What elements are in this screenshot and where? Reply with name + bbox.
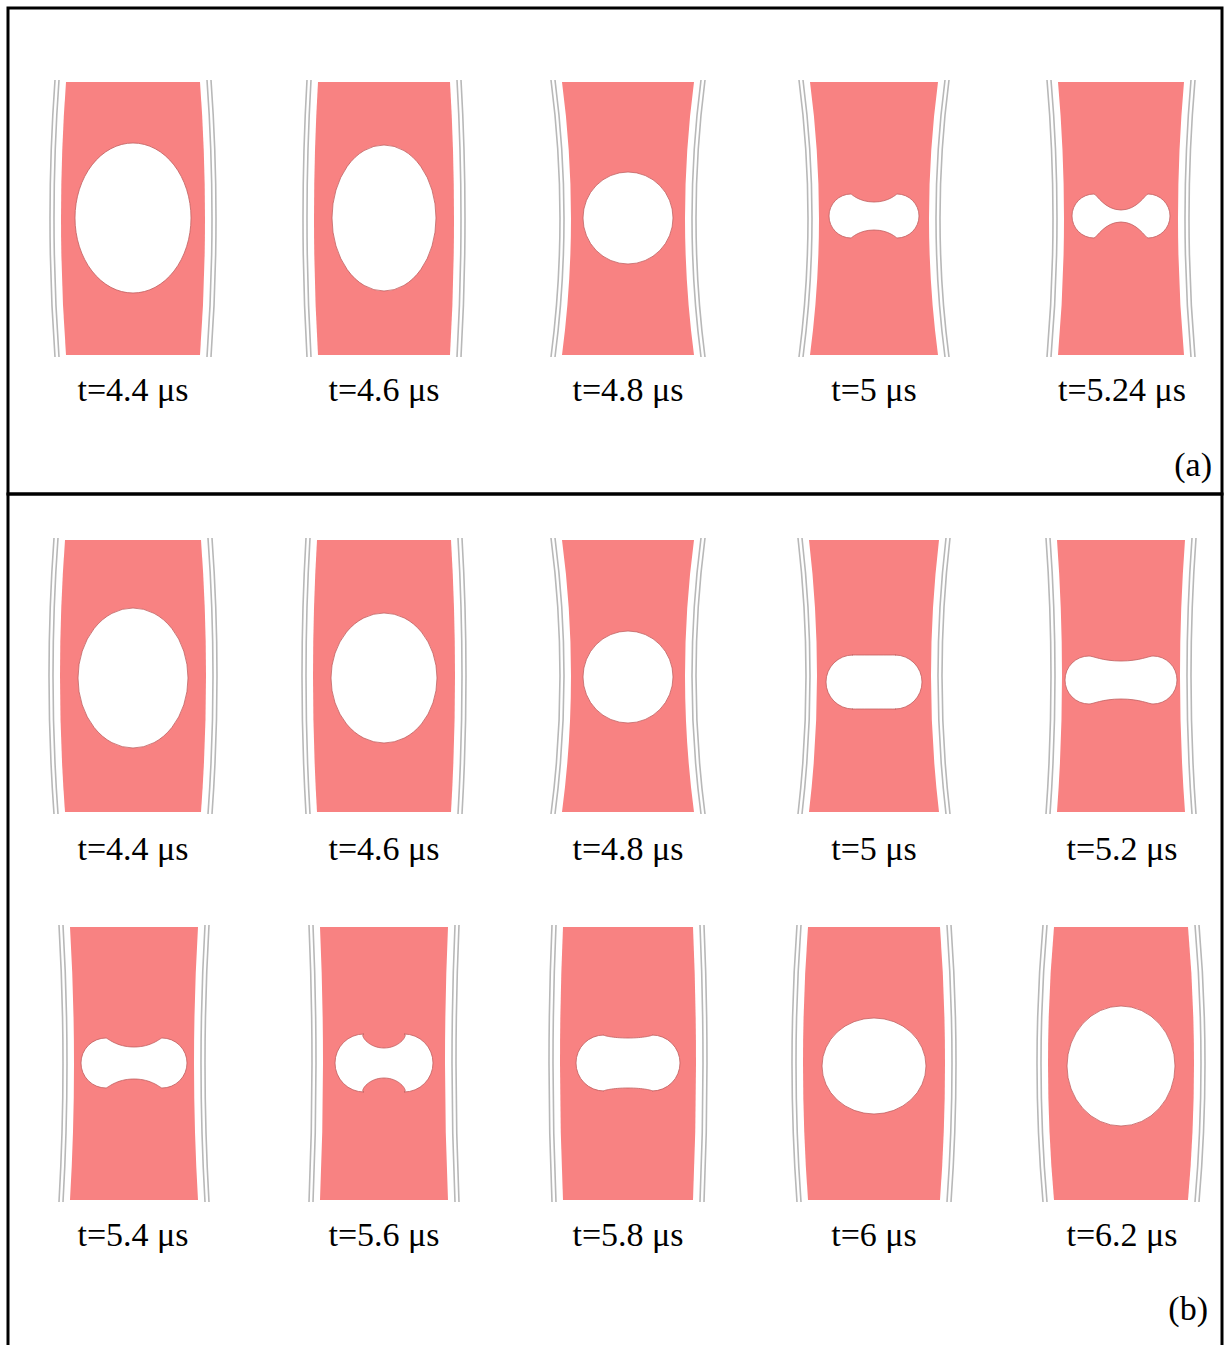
- wall-line: [1189, 80, 1195, 357]
- wall-line: [1195, 925, 1201, 1202]
- time-label: t=4.4 μs: [77, 830, 188, 867]
- wall-line: [940, 80, 949, 357]
- liquid-column: [314, 82, 454, 355]
- wall-line: [942, 538, 950, 814]
- wall-line: [50, 80, 55, 357]
- wall-line: [553, 925, 556, 1202]
- wall-line: [796, 925, 801, 1202]
- wall-line: [798, 538, 806, 814]
- bubble: [1065, 656, 1177, 704]
- wall-line: [1191, 538, 1196, 814]
- wall-line: [208, 538, 213, 814]
- liquid-column: [560, 927, 696, 1200]
- panel-frame: [8, 494, 1222, 1345]
- bubble: [75, 143, 191, 293]
- wall-line: [462, 538, 466, 814]
- wall-line: [951, 925, 956, 1202]
- time-label: t=5.6 μs: [328, 1216, 439, 1253]
- liquid-column: [70, 927, 198, 1200]
- wall-line: [704, 925, 707, 1202]
- bubble: [583, 631, 673, 723]
- bubble: [81, 1038, 187, 1088]
- wall-line: [309, 925, 312, 1202]
- wall-line: [59, 925, 63, 1202]
- wall-line: [54, 80, 59, 357]
- time-label: t=4.4 μs: [77, 371, 188, 408]
- time-label: t=5 μs: [831, 371, 917, 408]
- time-label: t=5 μs: [831, 830, 917, 867]
- wall-line: [1185, 80, 1191, 357]
- time-label: t=5.8 μs: [572, 1216, 683, 1253]
- bubble: [1067, 1006, 1175, 1126]
- time-label: t=5.4 μs: [77, 1216, 188, 1253]
- wall-line: [792, 925, 797, 1202]
- liquid-column: [1058, 82, 1184, 355]
- liquid-column: [313, 540, 455, 812]
- liquid-column: [320, 927, 448, 1200]
- time-label: t=4.8 μs: [572, 830, 683, 867]
- wall-line: [49, 538, 54, 814]
- wall-line: [307, 80, 311, 357]
- wall-line: [53, 538, 58, 814]
- wall-line: [313, 925, 316, 1202]
- bubble: [826, 655, 922, 709]
- wall-line: [205, 925, 209, 1202]
- wall-line: [549, 925, 552, 1202]
- bubble: [1072, 194, 1170, 238]
- bubble: [332, 145, 436, 291]
- bubble: [829, 194, 919, 238]
- wall-line: [696, 80, 705, 357]
- liquid-column: [562, 540, 694, 812]
- bubble: [331, 613, 437, 743]
- wall-line: [551, 538, 560, 814]
- wall-line: [457, 80, 461, 357]
- wall-line: [700, 925, 703, 1202]
- wall-line: [947, 925, 952, 1202]
- panel-frame: [8, 8, 1222, 494]
- wall-line: [461, 80, 465, 357]
- bubble: [78, 608, 188, 748]
- time-label: t=6.2 μs: [1066, 1216, 1177, 1253]
- panel-label: (b): [1168, 1290, 1208, 1327]
- time-label: t=5.24 μs: [1058, 371, 1186, 408]
- liquid-column: [1057, 540, 1185, 812]
- bubble: [822, 1018, 926, 1114]
- liquid-column: [61, 82, 205, 355]
- wall-line: [1199, 925, 1205, 1202]
- wall-line: [306, 538, 310, 814]
- wall-line: [1037, 925, 1043, 1202]
- liquid-column: [809, 540, 939, 812]
- time-label: t=6 μs: [831, 1216, 917, 1253]
- wall-line: [452, 925, 455, 1202]
- wall-line: [458, 538, 462, 814]
- panel-label: (a): [1174, 446, 1212, 483]
- bubble: [583, 172, 673, 264]
- time-label: t=5.2 μs: [1066, 830, 1177, 867]
- wall-line: [303, 80, 307, 357]
- liquid-column: [60, 540, 206, 812]
- wall-line: [799, 80, 808, 357]
- wall-line: [696, 538, 705, 814]
- time-label: t=4.6 μs: [328, 371, 439, 408]
- liquid-column: [562, 82, 694, 355]
- liquid-column: [1048, 927, 1194, 1200]
- wall-line: [302, 538, 306, 814]
- wall-line: [1041, 925, 1047, 1202]
- time-label: t=4.8 μs: [572, 371, 683, 408]
- bubble: [576, 1035, 680, 1091]
- wall-line: [1046, 538, 1051, 814]
- wall-line: [456, 925, 459, 1202]
- wall-line: [211, 80, 216, 357]
- wall-line: [1051, 80, 1057, 357]
- liquid-column: [810, 82, 938, 355]
- wall-line: [1047, 80, 1053, 357]
- bubble: [335, 1034, 433, 1092]
- time-label: t=4.6 μs: [328, 830, 439, 867]
- wall-line: [207, 80, 212, 357]
- wall-line: [551, 80, 560, 357]
- liquid-column: [803, 927, 945, 1200]
- wall-line: [212, 538, 217, 814]
